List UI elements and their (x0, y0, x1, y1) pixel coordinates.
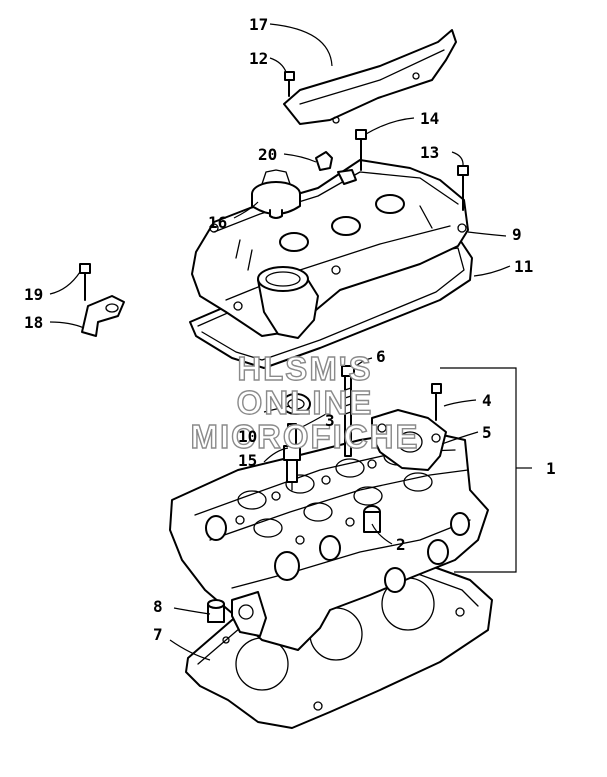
bolt-4 (431, 383, 442, 421)
plug-cap (315, 151, 333, 171)
callout-15: 15 (238, 451, 257, 470)
valve-cover (191, 159, 469, 339)
spark-plug (283, 423, 301, 491)
bolt-12 (284, 71, 295, 97)
dowel-pin (207, 599, 225, 623)
callout-7: 7 (153, 625, 163, 644)
watermark-line-1: HLSM'S (237, 350, 372, 387)
watermark-line-2: ONLINE (237, 384, 374, 421)
exhaust-ports (205, 512, 470, 593)
rocker-bracket (371, 409, 447, 471)
watermark: HLSM'S ONLINE MICROFICHE (190, 349, 420, 455)
leader-lines (49, 23, 532, 661)
callout-20: 20 (258, 145, 277, 164)
valve-guide (363, 505, 381, 533)
callout-14: 14 (420, 109, 439, 128)
spark-plug-cover (283, 29, 457, 125)
bolt-14 (355, 129, 367, 171)
callout-8: 8 (153, 597, 163, 616)
callout-numbers: 1 2 3 4 5 7 8 9 10 11 12 13 14 15 16 17 … (24, 15, 556, 644)
callout-19: 19 (24, 285, 43, 304)
callout-2: 2 (396, 535, 406, 554)
watermark-line-3: MICROFICHE (191, 418, 420, 455)
callout-16: 16 (208, 213, 227, 232)
cam-lobes (237, 446, 433, 538)
clamp (81, 295, 125, 337)
callout-18: 18 (24, 313, 43, 332)
callout-10: 10 (238, 427, 257, 446)
callout-6: 6 (376, 347, 386, 366)
callout-3: 3 (325, 411, 335, 430)
oil-filler-cap (251, 169, 301, 219)
callout-4: 4 (482, 391, 492, 410)
stud-6 (341, 365, 355, 457)
callout-9: 9 (512, 225, 522, 244)
callout-1: 1 (546, 459, 556, 478)
callout-5: 5 (482, 423, 492, 442)
callout-12: 12 (249, 49, 268, 68)
callout-11: 11 (514, 257, 533, 276)
callout-17: 17 (249, 15, 268, 34)
oil-seal-ring (281, 393, 311, 415)
callout-13: 13 (420, 143, 439, 162)
clamp-bolt (79, 263, 91, 301)
